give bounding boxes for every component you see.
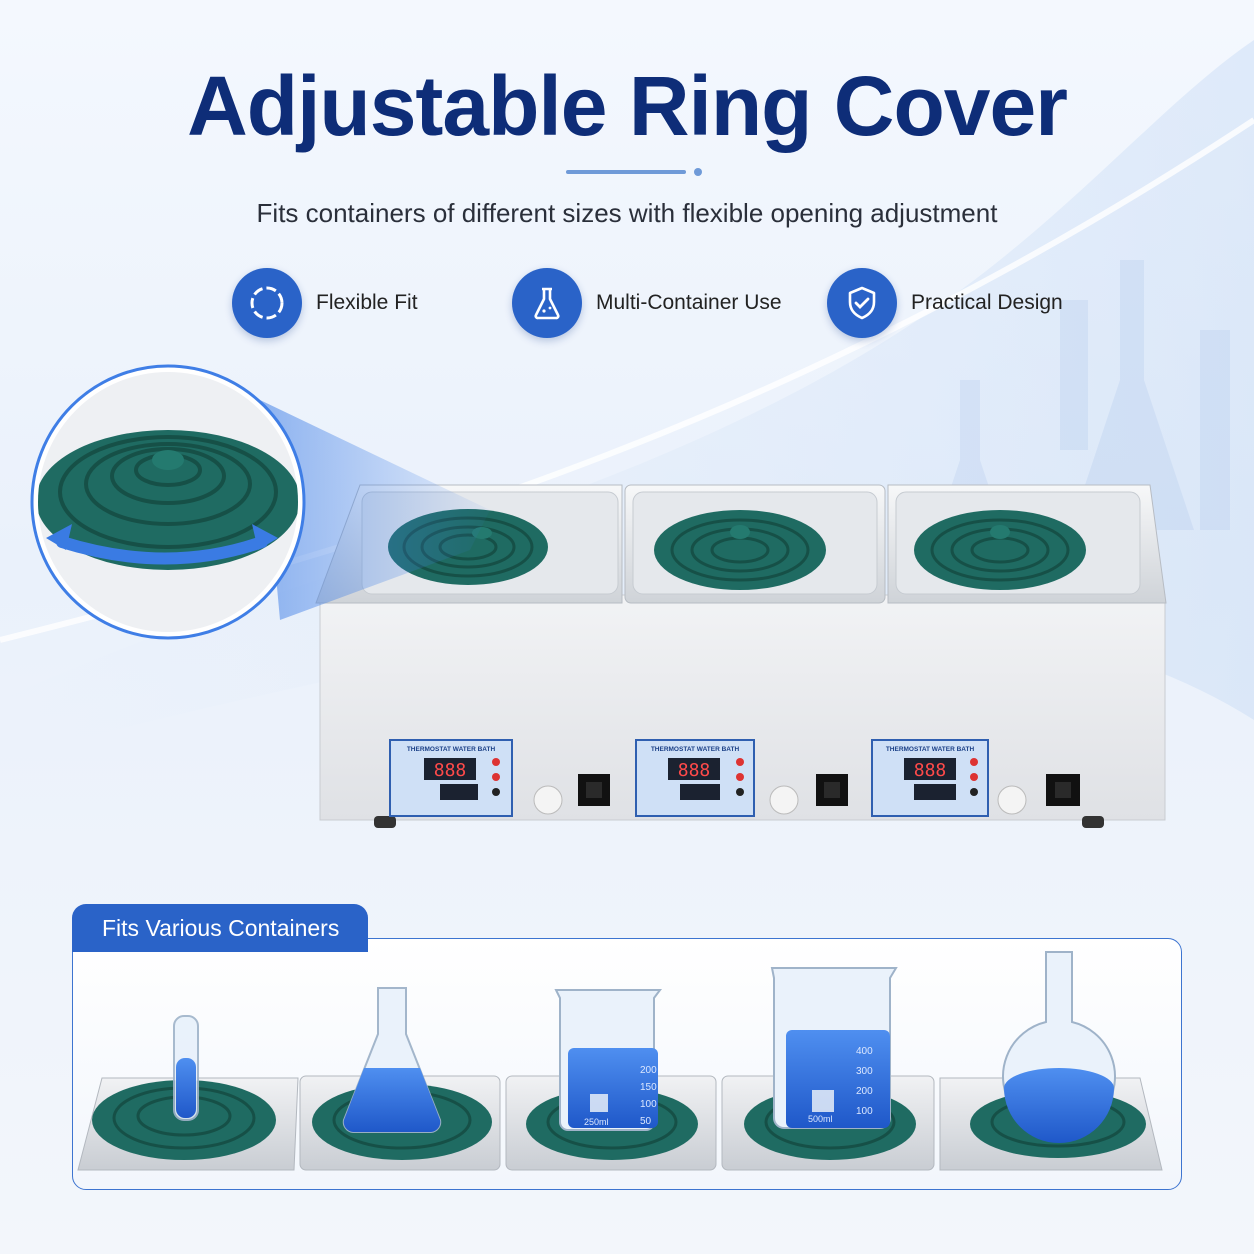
panel-label: THERMOSTAT WATER BATH <box>886 746 975 753</box>
feature-label: Multi-Container Use <box>596 291 782 314</box>
beaker-mark: 100 <box>856 1106 873 1117</box>
beaker-volume: 500ml <box>808 1114 833 1124</box>
ring-cover-zoom-callout <box>30 364 490 640</box>
beaker-mark: 400 <box>856 1046 873 1057</box>
shield-check-icon <box>827 268 897 338</box>
control-panel-2: THERMOSTAT WATER BATH 888 <box>635 739 755 817</box>
drain-valves <box>533 785 1027 815</box>
page-title: Adjustable Ring Cover <box>187 59 1068 153</box>
panel-display: 888 <box>914 760 947 781</box>
feature-label: Flexible Fit <box>316 291 418 314</box>
panel-display: 888 <box>678 760 711 781</box>
panel-label: THERMOSTAT WATER BATH <box>407 746 496 753</box>
control-panel-1: THERMOSTAT WATER BATH 888 <box>389 739 513 817</box>
flask-icon <box>512 268 582 338</box>
round-bottom-flask <box>1002 951 1116 1143</box>
beaker-mark: 200 <box>856 1086 873 1097</box>
test-tube <box>173 1015 199 1121</box>
beaker-mark: 50 <box>640 1116 652 1127</box>
title-underline <box>566 170 686 174</box>
containers-section-tab: Fits Various Containers <box>72 904 368 952</box>
beaker-mark: 300 <box>856 1066 873 1077</box>
erlenmeyer-flask <box>342 987 442 1133</box>
beaker-volume: 250ml <box>584 1117 609 1127</box>
beaker-mark: 200 <box>640 1065 657 1076</box>
ring-icon <box>232 268 302 338</box>
panel-label: THERMOSTAT WATER BATH <box>651 746 740 753</box>
page-subtitle: Fits containers of different sizes with … <box>256 198 998 228</box>
small-beaker: 200 150 100 50 250ml <box>554 989 662 1131</box>
control-panel-3: THERMOSTAT WATER BATH 888 <box>871 739 989 817</box>
beaker-mark: 150 <box>640 1082 657 1093</box>
title-underline-dot <box>694 168 702 176</box>
panel-display: 888 <box>434 760 467 781</box>
beaker-mark: 100 <box>640 1099 657 1110</box>
ring-cover-middle <box>654 510 826 590</box>
feature-practical-design: Practical Design <box>827 268 1063 338</box>
feature-label: Practical Design <box>911 291 1063 314</box>
feature-flexible-fit: Flexible Fit <box>232 268 418 338</box>
rotate-arrow-icon <box>46 524 278 565</box>
large-beaker: 400 300 200 100 500ml <box>770 967 898 1129</box>
containers-illustration: 200 150 100 50 250ml 400 300 200 100 500… <box>77 951 1163 1171</box>
feature-multi-container: Multi-Container Use <box>512 268 782 338</box>
power-switches <box>578 774 1080 806</box>
ring-cover-right <box>914 510 1086 590</box>
